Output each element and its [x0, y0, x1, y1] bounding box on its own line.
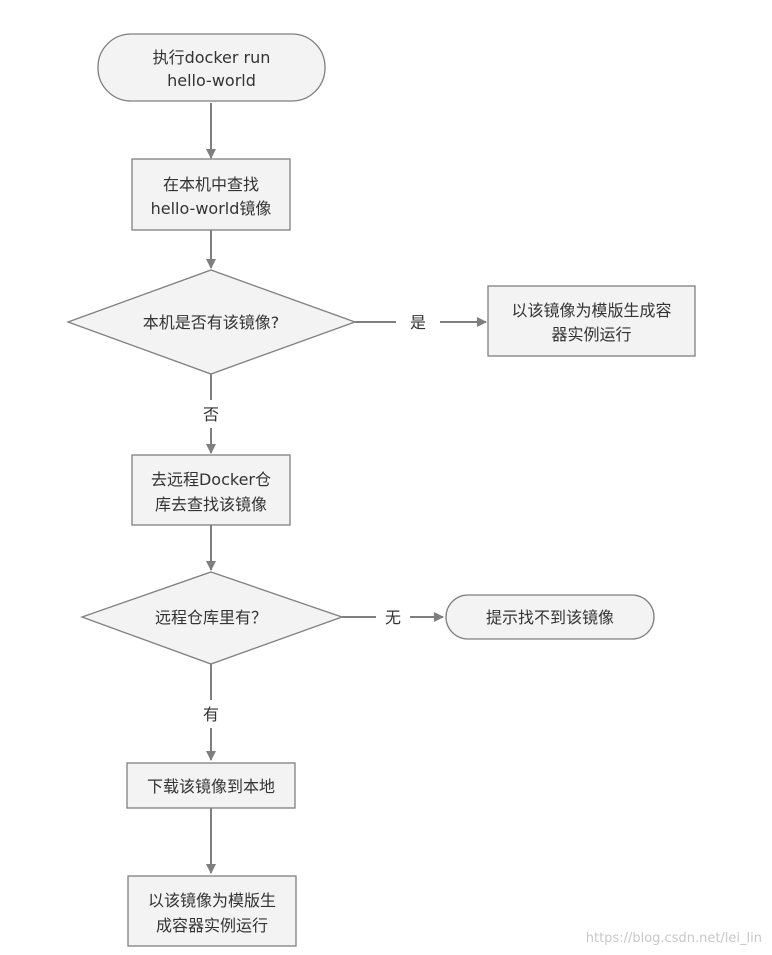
decision-local-text: 本机是否有该镜像? [143, 313, 280, 332]
node-run-local: 以该镜像为模版生成容 器实例运行 [487, 285, 696, 357]
edge-label-local-yes: 是 [410, 313, 426, 332]
not-found-text: 提示找不到该镜像 [486, 608, 614, 627]
node-remote-search: 去远程Docker仓 库去查找该镜像 [131, 454, 291, 526]
local-search-line2: hello-world镜像 [151, 199, 272, 218]
run-local-process-shape [487, 285, 696, 357]
node-download: 下载该镜像到本地 [126, 762, 296, 809]
node-not-found: 提示找不到该镜像 [445, 594, 655, 640]
download-text: 下载该镜像到本地 [147, 777, 275, 796]
remote-search-line2: 库去查找该镜像 [155, 495, 267, 514]
edge-label-remote-no: 无 [385, 608, 401, 627]
decision-remote-text: 远程仓库里有？ [155, 608, 267, 627]
node-run-final: 以该镜像为模版生 成容器实例运行 [127, 875, 297, 947]
run-local-line2: 器实例运行 [551, 325, 631, 344]
node-decision-local: 本机是否有该镜像? [66, 269, 357, 375]
download-process-shape [126, 762, 296, 809]
edge-label-local-no: 否 [203, 405, 219, 424]
node-decision-remote: 远程仓库里有？ [80, 571, 344, 665]
edges [206, 103, 487, 874]
decision-remote-diamond [80, 571, 344, 665]
run-final-line1: 以该镜像为模版生 [148, 891, 276, 910]
not-found-terminal-shape [445, 594, 655, 640]
decision-local-diamond [66, 269, 357, 375]
run-local-line1: 以该镜像为模版生成容 [511, 301, 671, 320]
start-line2: hello-world [167, 71, 256, 90]
remote-search-line1: 去远程Docker仓 [151, 470, 271, 489]
node-local-search: 在本机中查找 hello-world镜像 [131, 158, 291, 231]
local-search-process-shape [131, 158, 291, 231]
edge-label-remote-yes: 有 [203, 705, 219, 724]
start-line1: 执行docker run [153, 48, 271, 67]
remote-search-process-shape [131, 454, 291, 526]
run-final-line2: 成容器实例运行 [156, 916, 268, 935]
watermark-text: https://blog.csdn.net/lei_lin [586, 931, 762, 946]
start-terminal-shape [97, 33, 326, 102]
run-final-process-shape [127, 875, 297, 947]
local-search-line1: 在本机中查找 [163, 175, 259, 194]
node-start: 执行docker run hello-world [97, 33, 326, 102]
